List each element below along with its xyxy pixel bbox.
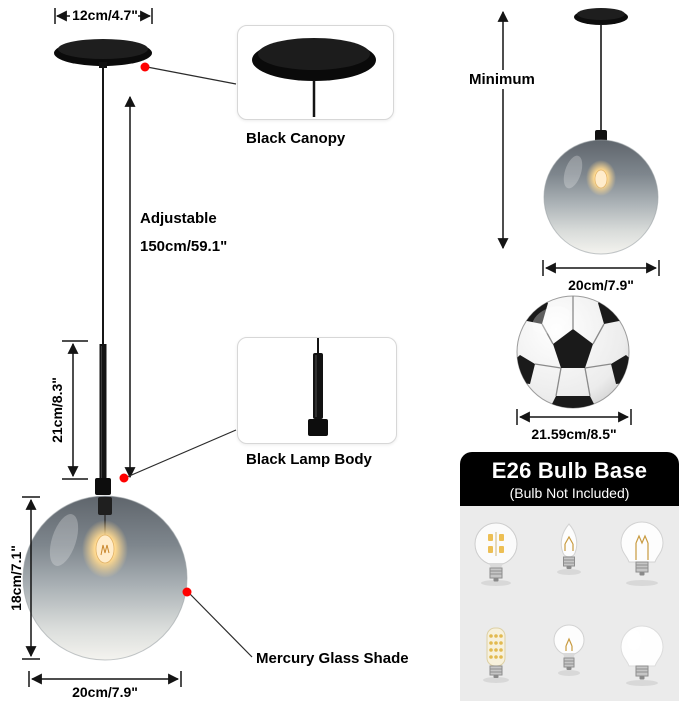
candle-bulb-icon: [557, 523, 581, 575]
bulb-base-subtitle: (Bulb Not Included): [509, 484, 630, 501]
adjustable-word: Adjustable: [140, 210, 217, 227]
bulb-base-header: E26 Bulb Base (Bulb Not Included): [460, 452, 679, 506]
canopy-closeup-card: [237, 25, 394, 120]
ball-width-dimension: [516, 409, 632, 425]
adjustable-value: 150cm/59.1": [140, 238, 228, 255]
soccer-ball: [516, 295, 630, 409]
shade-width-label: 20cm/7.9": [72, 684, 138, 700]
shade-height-dimension: [22, 496, 40, 660]
edison-bulb-icon: [620, 521, 664, 586]
body-height-label: 21cm/8.3": [49, 377, 65, 443]
lamp-body-closeup-card: [237, 337, 397, 444]
callout-lines: [126, 66, 253, 658]
bulb-options-art: [474, 521, 664, 686]
callout-dots: [119, 62, 192, 597]
pendant-width-label: 20cm/7.9": [568, 277, 634, 293]
lamp-canopy: [54, 39, 152, 68]
corn-bulb-icon: [483, 627, 509, 683]
shade-width-dimension: [28, 671, 182, 687]
ball-width-label: 21.59cm/8.5": [531, 426, 617, 442]
white-led-bulb-icon: [620, 625, 664, 686]
lamp-body-rod: [95, 344, 111, 495]
mercury-glass-shade-label: Mercury Glass Shade: [256, 650, 409, 667]
mercury-glass-shade: [22, 495, 188, 661]
canopy-closeup-art: [252, 38, 376, 117]
globe-bulb-icon: [474, 522, 518, 586]
bulb-options-panel: [460, 506, 679, 701]
lamp-body-closeup-art: [308, 338, 328, 436]
canopy-width-label: 12cm/4.7": [72, 7, 138, 23]
pendant-width-dimension: [542, 260, 660, 276]
black-canopy-label: Black Canopy: [246, 130, 346, 147]
body-height-dimension: [62, 340, 88, 480]
black-lamp-body-label: Black Lamp Body: [246, 451, 372, 468]
mini-filament-bulb-icon: [553, 624, 585, 676]
adjustable-cord-label: Adjustable 150cm/59.1": [140, 205, 227, 261]
canopy-width-dimension: [54, 8, 153, 24]
bulb-base-title: E26 Bulb Base: [491, 457, 648, 483]
mini-pendant: [543, 8, 659, 255]
minimum-label: Minimum: [465, 70, 539, 89]
shade-height-label: 18cm/7.1": [8, 545, 24, 611]
